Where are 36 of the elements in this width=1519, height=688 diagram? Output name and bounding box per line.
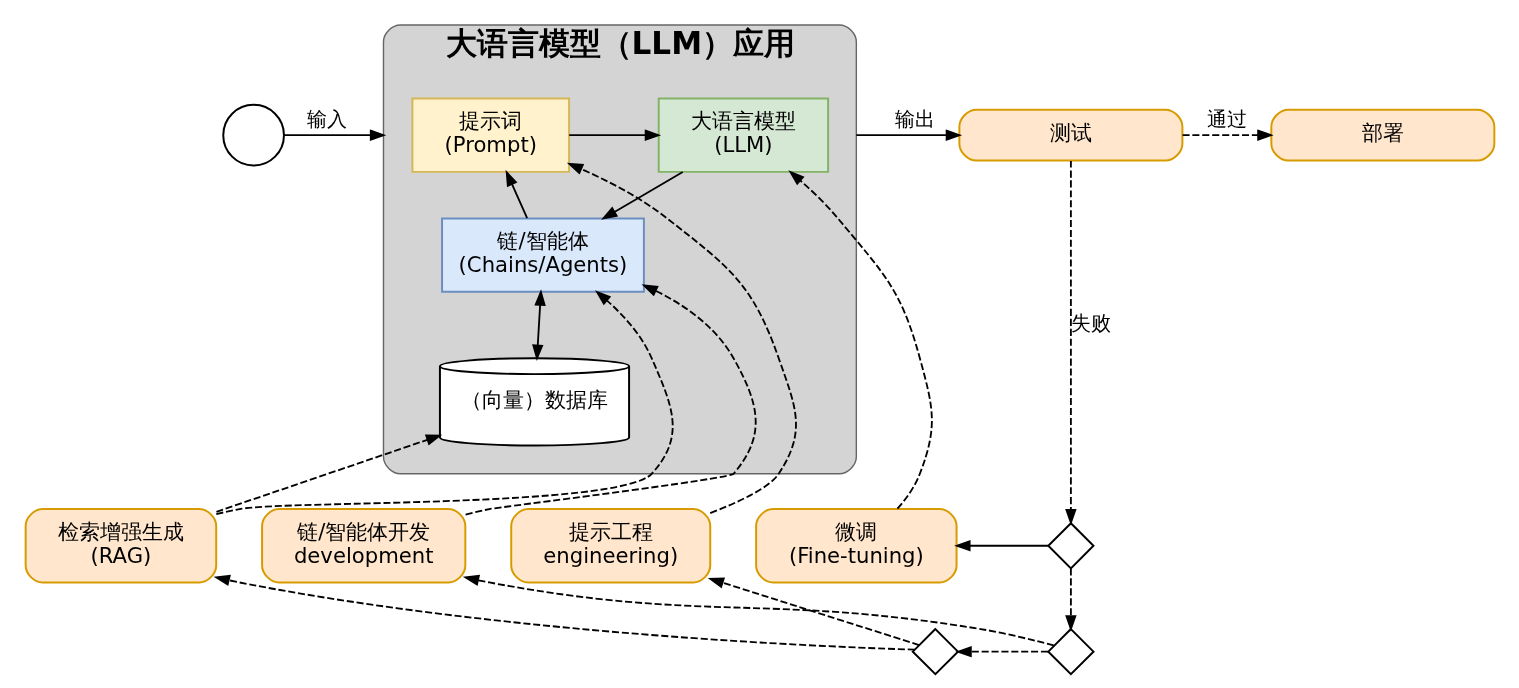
- node-box: 微调 (Fine-tuning): [754, 508, 958, 584]
- node-diamond: [910, 627, 959, 676]
- edge-label: 失败: [1070, 312, 1111, 336]
- arrow: [213, 574, 916, 651]
- arrow: [1064, 159, 1077, 526]
- arrow: [854, 129, 962, 141]
- arrow: [215, 434, 442, 513]
- arrow: [787, 170, 933, 510]
- node-box: 大语言模型 (LLM): [657, 97, 829, 173]
- edge-label: 通过: [1206, 107, 1247, 131]
- node-box: 链/智能体 (Chains/Agents): [440, 217, 645, 293]
- arrow: [531, 289, 546, 361]
- node-box: 测试: [957, 108, 1183, 162]
- arrow: [462, 574, 1055, 647]
- arrow: [567, 129, 661, 141]
- node-box: 提示工程 engineering): [509, 508, 711, 584]
- edge-label: 输入: [306, 108, 347, 132]
- node-circle: [221, 103, 285, 167]
- arrow: [707, 577, 920, 646]
- arrow: [953, 540, 1049, 552]
- node-box: 链/智能体开发 development: [260, 508, 466, 584]
- arrow: [600, 171, 684, 220]
- node-box: 提示词 (Prompt): [410, 97, 570, 173]
- arrow: [1181, 129, 1274, 141]
- arrow: [464, 284, 756, 516]
- node-diamond: [1046, 521, 1095, 570]
- arrow: [282, 129, 386, 141]
- arrow: [954, 645, 1049, 658]
- node-box: 部署: [1269, 108, 1495, 162]
- node-diamond: [1046, 627, 1095, 676]
- node-box: 检索增强生成 (RAG): [24, 508, 217, 584]
- edge-label: 输出: [894, 108, 935, 132]
- arrow: [214, 290, 674, 516]
- arrow: [505, 169, 528, 220]
- arrow: [566, 162, 797, 514]
- arrow: [1064, 567, 1077, 632]
